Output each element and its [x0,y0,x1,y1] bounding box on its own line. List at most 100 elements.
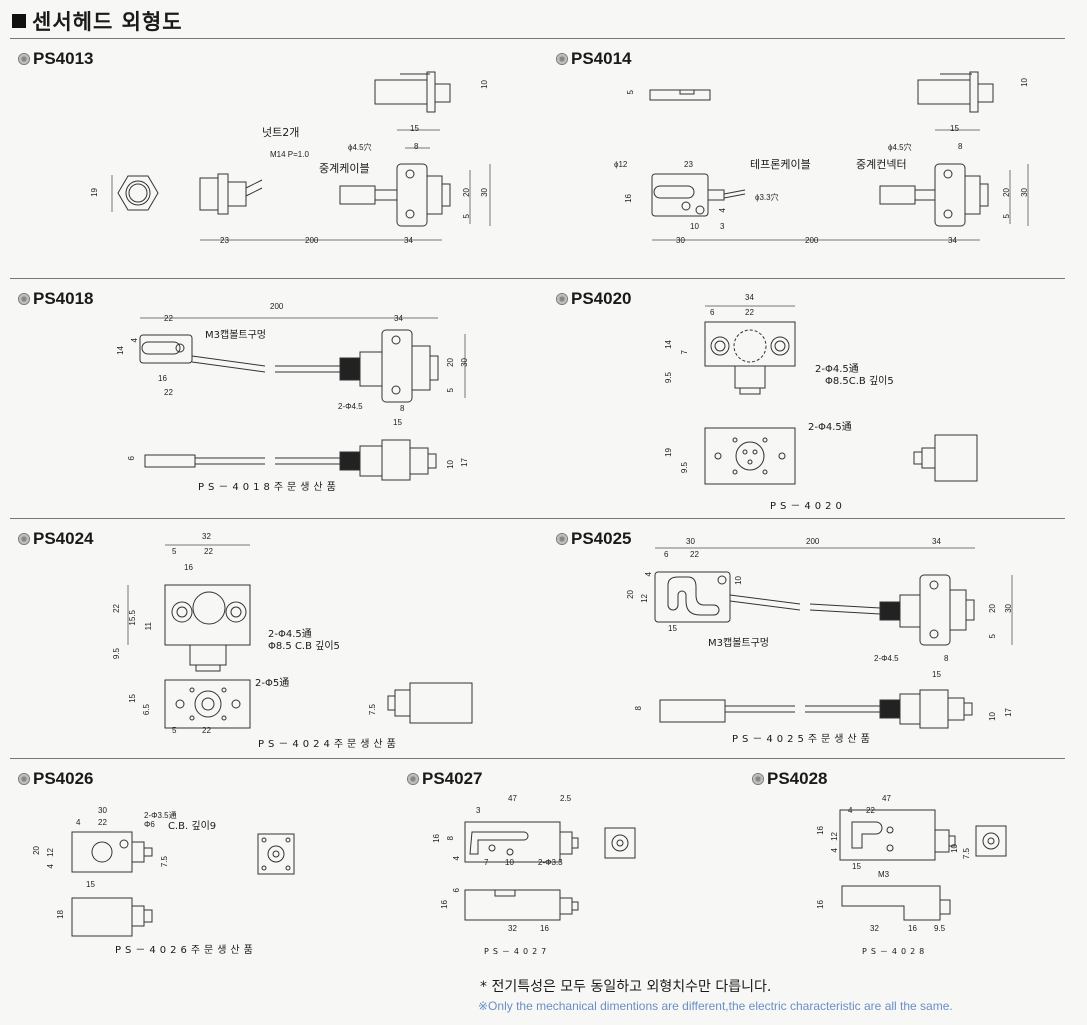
bullet-dot-icon [407,773,419,785]
bullet-dot-icon [752,773,764,785]
dim-value: 17 [1004,708,1013,717]
dim-value: 22 [745,308,754,317]
dim-value: 20 [462,188,471,197]
label-cb: C.B. 깊이9 [168,821,217,832]
model-ps4014: PS4014 [556,49,632,69]
dim-value: 9.5 [112,648,121,660]
dim-value: 4 [718,208,727,213]
dim-value: 200 [806,537,820,546]
dim-value: 32 [508,924,517,933]
dim-value: 15 [932,670,941,679]
dim-value: 16 [540,924,549,933]
label-bolt-hole: M3캡볼트구멍 [708,638,769,649]
label-hole2: ϕ3.3穴 [755,193,779,202]
model-ps4025: PS4025 [556,529,632,549]
dim-value: 15 [668,624,677,633]
dim-value: 22 [112,604,121,613]
dim-value: 47 [508,794,517,803]
dim-value: 7 [680,350,689,355]
dim-value: 10 [734,576,743,585]
caption-ps4018: PS－4018주문생산품 [198,482,340,493]
dim-value: 20 [626,590,635,599]
dim-value: 7.5 [962,848,971,860]
dim-value: 34 [745,293,754,302]
label-through: 2-Φ5通 [255,678,290,689]
bullet-square-icon [12,14,26,28]
label-phi: 2-Φ3.5通 [144,811,177,820]
divider [10,758,1065,759]
label-phi12: ϕ12 [614,160,628,169]
dim-value: 22 [202,726,211,735]
label-nut: 넛트2개 [262,126,300,139]
dim-value: 7.5 [160,856,169,868]
dim-value: 10 [950,844,959,853]
dim-value: 20 [1002,188,1011,197]
label-through: 2-Φ4.5通 [808,422,852,433]
dim-value: 10 [1020,78,1029,87]
dim-value: 4 [130,338,139,343]
model-ps4018: PS4018 [18,289,94,309]
dim-value: 14 [664,340,673,349]
dim-value: 12 [640,594,649,603]
dim-value: 5 [1002,214,1011,219]
dim-value: 19 [90,188,99,197]
dim-value: 200 [305,236,319,245]
dim-value: 4 [76,818,81,827]
dim-value: 20 [446,358,455,367]
dim-value: 22 [164,388,173,397]
dim-value: 5 [462,214,471,219]
dim-value: 16 [624,194,633,203]
label-cb: Φ8.5C.B 깊이5 [825,376,894,387]
dim-value: 15 [86,880,95,889]
dim-value: 30 [676,236,685,245]
dim-value: 5 [172,726,177,735]
dim-value: 30 [98,806,107,815]
dim-value: 10 [505,858,514,867]
dim-value: 34 [394,314,403,323]
divider [10,518,1065,519]
dim-value: 11 [144,622,153,631]
dim-value: 9.5 [664,372,673,384]
dim-value: 2.5 [560,794,572,803]
dim-value: 6 [127,456,136,461]
dim-value: 23 [684,160,693,169]
dim-value: 5 [988,634,997,639]
dim-value: 34 [404,236,413,245]
dim-value: 34 [948,236,957,245]
dim-value: 19 [664,448,673,457]
model-ps4028: PS4028 [752,769,828,789]
dim-value: 30 [480,188,489,197]
bullet-dot-icon [18,773,30,785]
label-phi: 2-Φ3.3 [538,858,563,867]
dim-value: 32 [202,532,211,541]
divider [10,38,1065,39]
dim-value: 7.5 [368,704,377,716]
dim-value: 200 [270,302,284,311]
model-ps4013: PS4013 [18,49,94,69]
dim-value: 12 [830,832,839,841]
label-through: 2-Φ4.5通 [268,629,312,640]
model-ps4026: PS4026 [18,769,94,789]
page-title: 센서헤드 외형도 [12,6,183,36]
dim-value: 15 [852,862,861,871]
label-hole: ϕ4.5穴 [348,143,372,152]
bullet-dot-icon [18,293,30,305]
dim-value: 6 [452,888,461,893]
dim-value: 8 [400,404,405,413]
caption-ps4027: PS－4027 [484,947,551,956]
label-cb: Φ8.5 C.B 깊이5 [268,641,340,652]
dim-value: 34 [932,537,941,546]
dim-value: 5 [626,90,635,95]
note-korean: * 전기특성은 모두 동일하고 외형치수만 다릅니다. [480,979,772,995]
dim-value: 14 [116,346,125,355]
ps4028-drawing [839,809,1007,921]
ps4027-drawing [464,821,636,921]
dim-value: 9.5 [934,924,946,933]
label-through: 2-Φ4.5通 [815,364,859,375]
model-ps4024: PS4024 [18,529,94,549]
dim-value: 32 [870,924,879,933]
dim-value: 10 [690,222,699,231]
label-hole: ϕ4.5穴 [888,143,912,152]
dim-value: 20 [32,846,41,855]
dim-value: 4 [830,848,839,853]
